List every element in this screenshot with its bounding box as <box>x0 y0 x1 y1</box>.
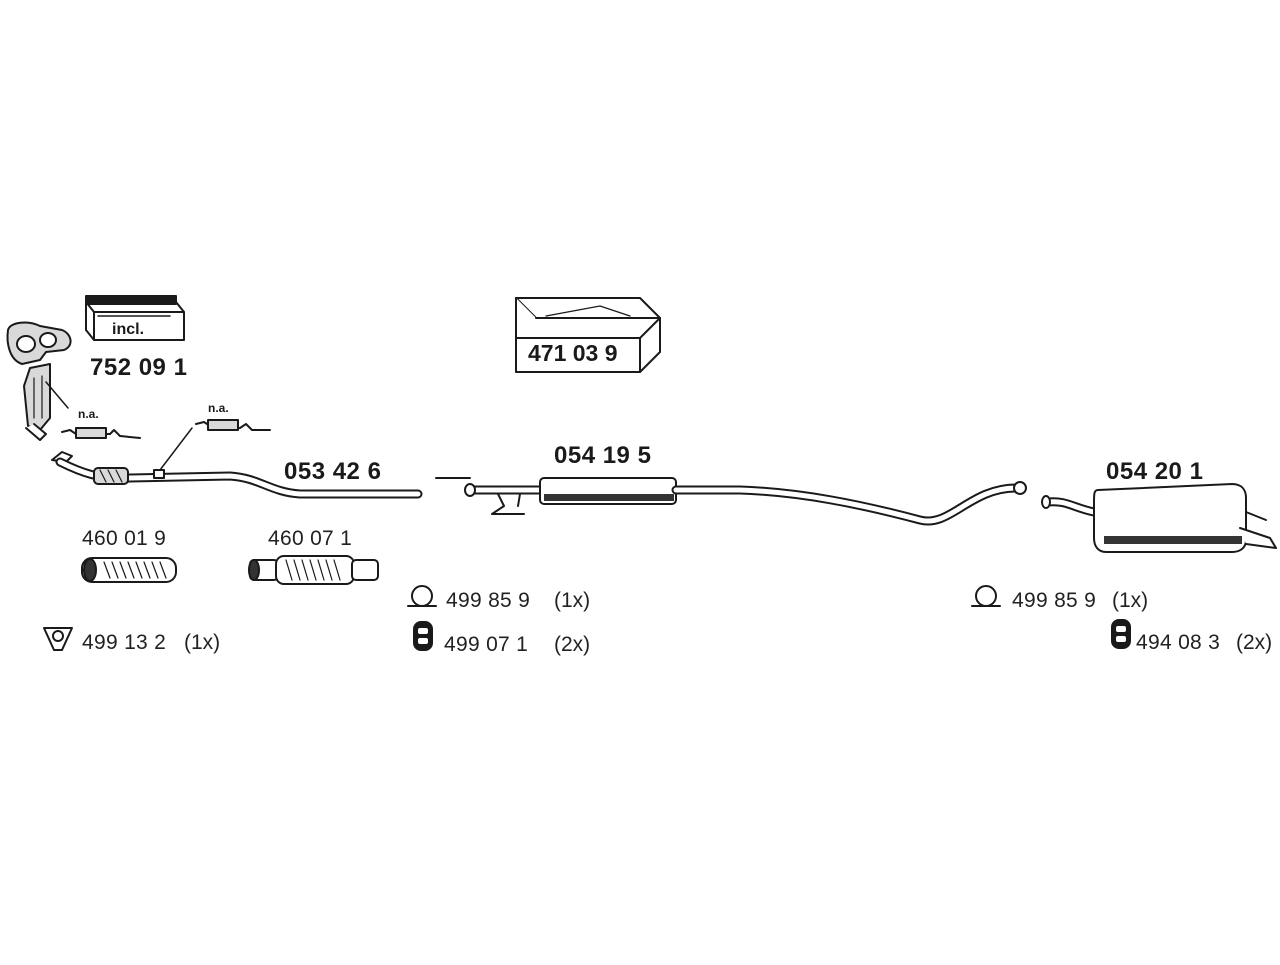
gasket-number: 499 13 2 <box>82 631 167 654</box>
catalyst-kit-number: 752 09 1 <box>90 354 188 381</box>
clamp-rear-icon <box>971 585 1001 607</box>
flex-pipe-2-number: 460 07 1 <box>268 527 353 550</box>
flex-pipe-1-number: 460 01 9 <box>82 527 167 550</box>
front-pipe-icon <box>51 451 423 499</box>
rubber-mount-rear-icon <box>1111 619 1131 649</box>
flex-pipe-2-icon <box>248 555 379 585</box>
rubber-mount-mid-number: 499 07 1 <box>444 633 529 656</box>
rubber-mount-mid-icon <box>413 621 433 651</box>
gasket-qty: (1x) <box>184 631 221 654</box>
rubber-mount-mid-qty: (2x) <box>554 633 591 656</box>
clamp-mid-number: 499 85 9 <box>446 589 531 612</box>
middle-silencer-number: 054 19 5 <box>554 442 652 469</box>
front-pipe-number: 053 42 6 <box>284 458 382 485</box>
lambda-sensor-2-icon <box>195 419 271 431</box>
clamp-mid-qty: (1x) <box>554 589 591 612</box>
clamp-mid-icon <box>407 585 437 607</box>
sensor-note-2: n.a. <box>208 401 229 415</box>
middle-silencer-icon <box>435 477 1027 526</box>
rear-silencer-number: 054 20 1 <box>1106 458 1204 485</box>
rubber-mount-rear-number: 494 08 3 <box>1136 631 1221 654</box>
clamp-rear-number: 499 85 9 <box>1012 589 1097 612</box>
sensor-note-1: n.a. <box>78 407 99 421</box>
catalyst-kit-box-icon <box>85 295 185 341</box>
lambda-sensor-1-icon <box>61 427 141 439</box>
flex-pipe-1-icon <box>81 557 177 583</box>
rear-silencer-icon <box>1041 483 1277 553</box>
catalytic-converter-icon <box>6 321 72 441</box>
catalyst-kit-incl-label: incl. <box>112 321 145 338</box>
clamp-rear-qty: (1x) <box>1112 589 1149 612</box>
fitting-kit-number: 471 03 9 <box>528 340 618 366</box>
fitting-kit-box-icon <box>515 297 661 373</box>
rubber-mount-rear-qty: (2x) <box>1236 631 1273 654</box>
